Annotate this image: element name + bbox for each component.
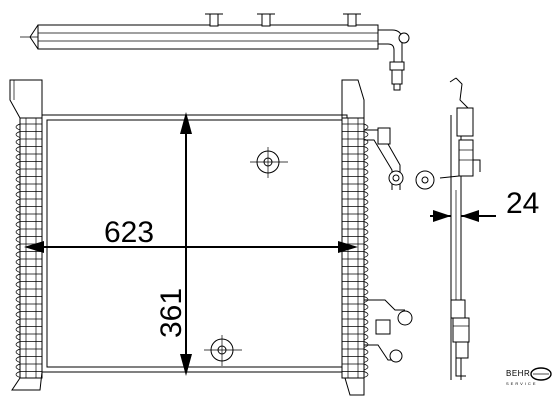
width-dimension: 623	[24, 216, 358, 253]
depth-dimension: 24	[430, 187, 539, 222]
height-dimension: 361	[155, 112, 192, 376]
mounting-stud-lower	[204, 335, 242, 366]
depth-dimension-label: 24	[506, 187, 539, 220]
mounting-stud-upper	[250, 147, 288, 178]
height-dimension-label: 361	[155, 288, 188, 338]
top-tube-assembly	[20, 13, 410, 91]
left-header-tank	[9, 79, 43, 391]
condenser-core	[41, 114, 348, 373]
right-header-tank	[341, 79, 369, 396]
logo-brand: BEHR	[506, 369, 530, 378]
logo-emblem-icon	[530, 367, 552, 381]
width-dimension-label: 623	[104, 216, 154, 249]
behr-logo: BEHR SERVICE	[506, 367, 552, 386]
side-view	[415, 77, 481, 380]
side-pipes	[364, 127, 413, 363]
logo-sub: SERVICE	[506, 381, 538, 386]
